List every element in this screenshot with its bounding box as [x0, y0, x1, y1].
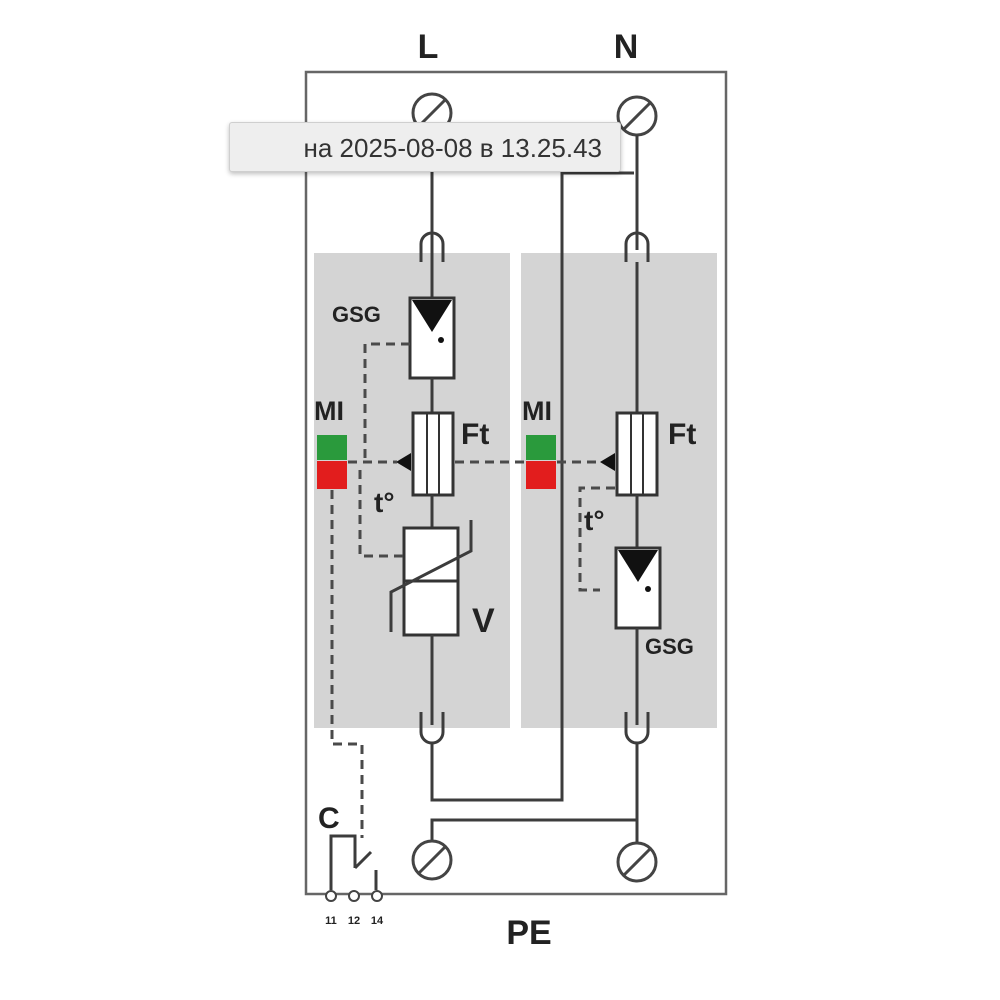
spark-gap-left-arrow	[412, 300, 452, 332]
neutral-label: N	[614, 28, 639, 66]
indicator-left-fault	[317, 461, 347, 489]
thermal-fuse-right-label: Ft	[668, 418, 696, 451]
pe-bus	[430, 818, 637, 842]
terminal-pe-left	[411, 839, 453, 881]
indicator-left-label: MI	[314, 396, 344, 426]
linkage-left-contact	[330, 490, 364, 838]
spark-gap-right-arrow	[618, 550, 658, 582]
tooltip-text: на 2025-08-08 в 13.25.43	[303, 133, 602, 163]
spark-gap-left-label: GSG	[332, 302, 381, 327]
spark-gap-left-dot	[438, 337, 444, 343]
contact-pin-14-label: 14	[371, 915, 384, 927]
connector-l-top	[419, 231, 445, 262]
spark-gap-right-dot	[645, 586, 651, 592]
contact-pin-12-label: 12	[348, 915, 360, 927]
thermal-fuse-left-label: Ft	[461, 418, 489, 451]
connector-n-bottom	[624, 712, 650, 745]
thermal-fuse-left-pointer	[396, 453, 411, 471]
thermal-fuse-right-pointer	[600, 453, 615, 471]
earth-label: PE	[506, 914, 551, 952]
thermal-right-label: t°	[584, 505, 605, 536]
terminal-pe-right	[616, 841, 658, 883]
wire-l-to-pe-bus	[430, 171, 634, 802]
contact-pin-11	[325, 890, 337, 902]
thermal-left-label: t°	[374, 487, 395, 518]
contact-pin-12	[348, 890, 360, 902]
contact-pin-11-label: 11	[325, 915, 337, 927]
varistor-slash	[389, 520, 473, 632]
contact-switch	[329, 834, 357, 890]
line-label: L	[418, 28, 439, 66]
thermal-fuse-right	[615, 411, 659, 497]
thermal-fuse-left	[411, 411, 455, 497]
indicator-right-fault	[526, 461, 556, 489]
enclosure-outline	[304, 70, 728, 896]
contact-blade	[353, 850, 373, 870]
screenshot-tooltip: на 2025-08-08 в 13.25.43	[229, 122, 621, 172]
connector-n-top	[624, 231, 650, 262]
connector-l-bottom	[419, 712, 445, 745]
contact-pin-14	[371, 890, 383, 902]
indicator-left-ok	[317, 435, 347, 460]
terminal-n-top	[616, 95, 658, 137]
contact-label: C	[318, 802, 340, 835]
linkage-left-gsg	[363, 342, 410, 462]
linkage-right-gsg	[578, 486, 615, 592]
indicator-right-ok	[526, 435, 556, 460]
indicator-right-label: MI	[522, 396, 552, 426]
spark-gap-right-label: GSG	[645, 634, 694, 659]
varistor-label: V	[472, 602, 495, 640]
